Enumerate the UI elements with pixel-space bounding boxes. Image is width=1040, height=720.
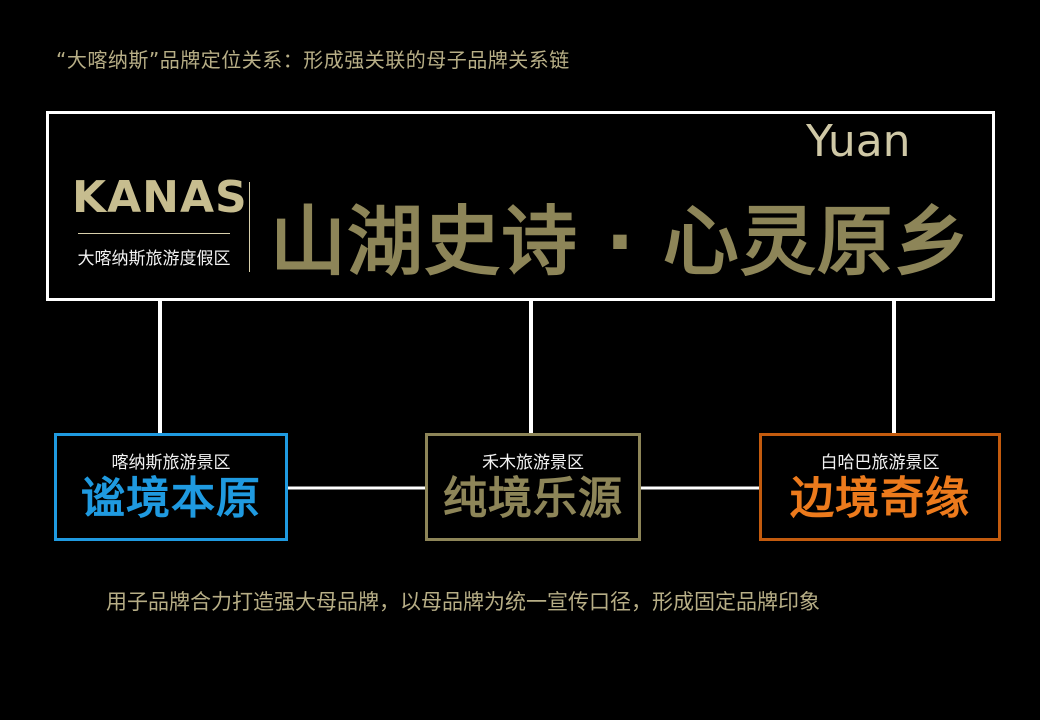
sub-brand-box-hemu: 禾木旅游景区 纯境乐源: [425, 433, 641, 541]
sub-brand-title: 谧境本原: [81, 473, 261, 524]
sub-brand-label: 喀纳斯旅游景区: [111, 453, 231, 473]
sub-brand-title: 边境奇缘: [790, 473, 970, 524]
brand-logo-text: KANAS: [72, 172, 248, 223]
brand-logo-subtitle: 大喀纳斯旅游度假区: [77, 249, 231, 269]
sub-brand-box-baihaba: 白哈巴旅游景区 边境奇缘: [759, 433, 1001, 541]
slide-title: “大喀纳斯”品牌定位关系：形成强关联的母子品牌关系链: [56, 48, 570, 72]
sub-brand-label: 白哈巴旅游景区: [820, 453, 940, 473]
overlay-text: Yuan: [806, 116, 911, 167]
sub-brand-box-kanas: 喀纳斯旅游景区 谧境本原: [54, 433, 288, 541]
parent-brand-box: [46, 111, 995, 301]
footer-note: 用子品牌合力打造强大母品牌，以母品牌为统一宣传口径，形成固定品牌印象: [106, 590, 820, 614]
vertical-divider: [249, 182, 250, 272]
sub-brand-title: 纯境乐源: [443, 473, 623, 524]
sub-brand-label: 禾木旅游景区: [482, 453, 584, 473]
logo-divider: [78, 233, 230, 234]
brand-slogan: 山湖史诗 · 心灵原乡: [270, 197, 971, 286]
